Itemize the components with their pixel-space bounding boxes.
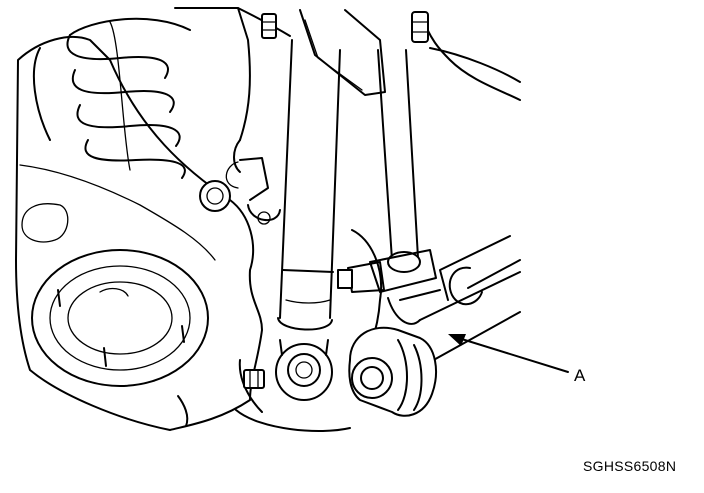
upper-bracket — [174, 7, 521, 141]
lateral-arm — [348, 235, 521, 417]
figure-code: SGHSS6508N — [583, 458, 677, 474]
stabilizer-link — [337, 49, 437, 293]
callout-label-a: A — [574, 366, 586, 385]
callout-arrowhead — [448, 334, 466, 346]
coil-spring — [33, 17, 191, 179]
lower-control-arm — [15, 36, 263, 431]
shock-absorber — [275, 39, 341, 401]
callout-leader — [448, 334, 569, 373]
